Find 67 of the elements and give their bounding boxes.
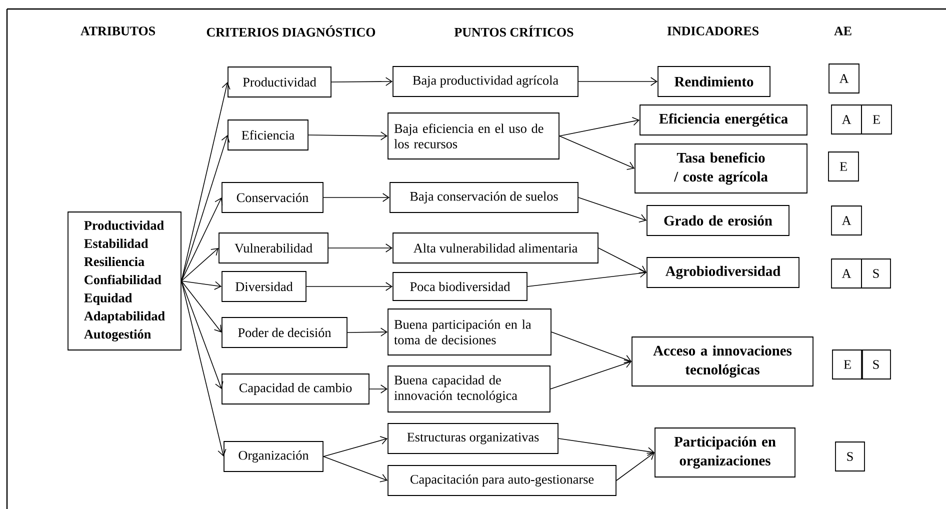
process-box: Capacidad de cambio [222,374,370,404]
process-box: Poder de decisión [222,317,348,348]
column-header: INDICADORES [667,26,758,36]
arrow [323,193,390,202]
code-box: E [861,104,892,134]
arrow [550,359,632,390]
arrow [306,282,393,291]
process-box: Capacitación para auto-gestionarse [388,465,616,496]
arrow [181,280,222,290]
arrow [181,248,219,282]
arrow [328,244,393,252]
arrow [181,280,224,389]
process-box: Eficiencia [228,120,308,150]
code-box: A [831,104,862,134]
code-box: S [861,350,891,380]
indicator-box: Tasa beneficio / coste agrícola [634,144,808,194]
code-box: E [832,350,863,380]
code-box: E [828,152,859,182]
process-box: Baja conservación de suelos [390,182,578,213]
indicator-box: Participación en organizaciones [654,428,796,478]
column-header: PUNTOS CRÍTICOS [454,25,574,37]
arrow [331,77,393,86]
arrow [347,328,388,336]
arrow [598,248,647,274]
indicator-box: Grado de erosión [646,205,790,236]
process-box: Baja eficiencia en el uso de los recursos [388,112,560,160]
process-box: Diversidad [222,271,306,302]
process-box: Productividad [228,66,332,98]
process-box: Conservación [222,182,324,213]
indicator-box: Agrobiodiversidad [646,257,800,288]
arrow [181,280,222,332]
arrow [181,280,226,456]
arrow [181,82,230,282]
process-box: Organización [224,441,324,472]
code-box: A [831,258,862,288]
arrow [578,77,658,86]
process-box: Buena capacidad de innovación tecnológica [388,366,550,412]
arrow [616,452,655,481]
arrow [551,332,632,364]
column-header: CRITERIOS DIAGNÓSTICO [206,25,376,37]
process-box: Buena participación en la toma de decisiones [388,308,552,356]
code-box: A [831,206,862,236]
arrow [559,136,635,170]
attribute-list-box: Productividad Estabilidad Resiliencia Confiabilidad Equidad Adaptabilidad Autogestión [68,212,182,350]
process-box: Estructuras organizativas [388,423,558,454]
code-box: S [835,442,865,472]
arrow [559,117,640,136]
code-box: A [828,64,860,94]
arrow [527,268,647,287]
indicator-box: Eficiencia energética [640,104,808,136]
indicator-box: Acceso a innovaciones tecnológicas [632,336,814,386]
arrow [323,456,388,482]
column-header: AE [834,26,852,36]
arrow [578,197,647,223]
indicator-box: Rendimiento [658,66,770,97]
arrow [323,436,388,457]
arrow [308,132,388,140]
process-box: Alta vulnerabilidad alimentaria [392,232,598,264]
process-box: Vulnerabilidad [218,232,328,264]
process-box: Poca biodiversidad [392,272,528,301]
arrow [558,438,655,456]
process-box: Baja productividad agrícola [392,66,578,97]
arrow [369,384,388,394]
code-box: S [861,258,891,288]
column-header: ATRIBUTOS [80,26,155,36]
arrow [181,135,230,282]
arrow [181,197,223,282]
